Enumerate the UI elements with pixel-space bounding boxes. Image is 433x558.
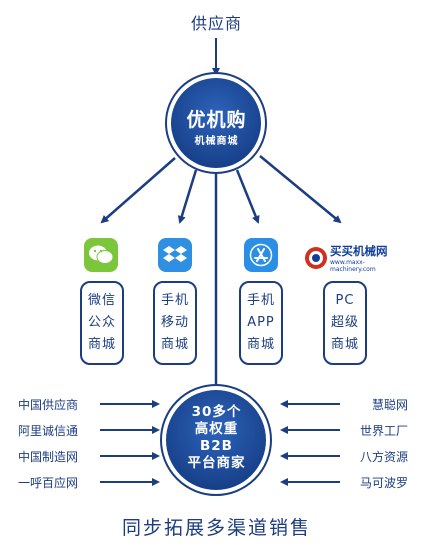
channel-card-pc: PC 超级 商城	[323, 281, 367, 365]
hub-title: 优机购	[186, 109, 247, 131]
maxx-logo: 买买机械网 www.maxx-machinery.com	[304, 241, 390, 275]
channel-card-app: 手机 APP 商城	[239, 281, 283, 365]
channel-line: 公众	[87, 315, 116, 330]
maxx-badge-icon	[304, 246, 328, 270]
channel-line: 商城	[87, 337, 116, 352]
channel-card-wechat: 微信 公众 商城	[80, 281, 124, 365]
channel-line: 移动	[160, 315, 189, 330]
arrow-hub-to-wechat	[100, 157, 176, 224]
source-right: 马可波罗	[359, 476, 408, 490]
arrow-hub-to-app	[235, 169, 260, 224]
center-line: B2B	[200, 438, 233, 454]
source-right: 世界工厂	[359, 424, 408, 438]
arrow-hub-to-pc	[259, 155, 342, 224]
channel-line: 商城	[330, 337, 359, 352]
channel-card-mobile: 手机 移动 商城	[153, 281, 197, 365]
center-line: 高权重	[194, 421, 239, 437]
maxx-name: 买买机械网	[330, 244, 388, 258]
center-line: 平台商家	[187, 455, 246, 471]
channel-line: 超级	[330, 315, 359, 330]
channel-line: 商城	[160, 337, 189, 352]
center-circle	[166, 390, 266, 490]
hub-subtitle: 机械商城	[194, 136, 239, 147]
maxx-url: www.maxx-machinery.com	[330, 259, 376, 273]
channel-line: 商城	[246, 337, 275, 352]
app-store-icon	[244, 238, 278, 272]
source-right: 慧聪网	[371, 398, 408, 412]
center-line: 30多个	[191, 404, 242, 420]
channel-line: 手机	[160, 293, 189, 308]
source-left: 一呼百应网	[18, 476, 79, 490]
channel-line: APP	[247, 315, 275, 330]
arrow-hub-to-mobile	[177, 169, 198, 224]
supplier-label: 供应商	[190, 14, 242, 33]
wechat-icon	[84, 238, 118, 272]
source-left: 中国供应商	[18, 398, 79, 412]
source-right: 八方资源	[359, 450, 408, 464]
channel-line: PC	[335, 293, 355, 308]
hub-circle	[171, 78, 261, 168]
channel-line: 微信	[87, 293, 116, 308]
source-left: 中国制造网	[18, 450, 79, 464]
source-left: 阿里诚信通	[18, 424, 79, 438]
footer-slogan: 同步拓展多渠道销售	[121, 517, 311, 539]
channel-line: 手机	[246, 293, 275, 308]
dropbox-icon	[158, 238, 192, 272]
